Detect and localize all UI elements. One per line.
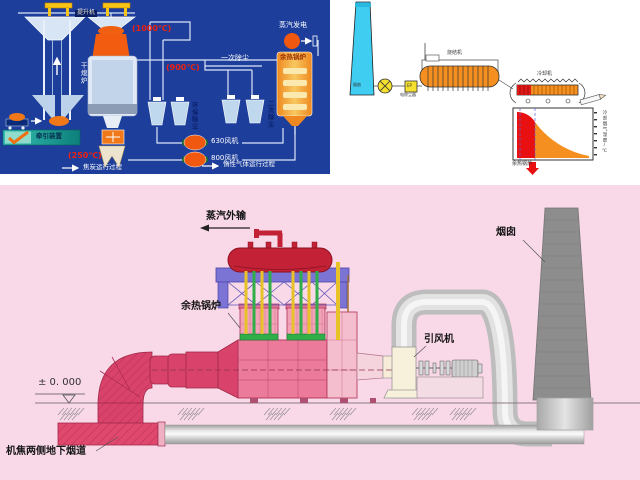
checkmark-icon (7, 130, 29, 145)
sinter-flow-art (349, 1, 607, 175)
waste-heat-boiler-vessel (276, 51, 313, 126)
temp-250-label: (250℃) (68, 151, 102, 160)
pencil-icon (579, 94, 607, 106)
cooler-machine (509, 78, 586, 104)
boiler-zone-label: 余热锅炉 (512, 161, 533, 167)
precipitator-box (404, 80, 418, 93)
boiler-main-box (237, 339, 328, 399)
drum-pipes (244, 262, 349, 340)
fan-inlet-duct (382, 355, 394, 379)
discharge-device (98, 116, 126, 168)
steam-generator (284, 33, 318, 49)
main-fan-icon (377, 78, 393, 94)
fan-800-icon (183, 151, 207, 168)
chimney-leader-line (522, 239, 546, 263)
id-fan-assembly (383, 346, 484, 399)
lifting-shaft (24, 16, 86, 126)
fan-630-label: 630风机 (211, 137, 239, 145)
main-chimney-label: 烟囱 (496, 227, 516, 238)
temp-900-label: (900℃) (166, 63, 200, 72)
furnace-label: 干熄炉 (79, 62, 88, 85)
legend-inert-gas-label: 惰性气体运行过程 (223, 160, 275, 168)
sinter-chimney (349, 1, 375, 96)
coke-cart (5, 113, 43, 130)
secondary-dedust-label: 二次除尘 (266, 100, 274, 128)
sinter-machine-label: 烧结机 (447, 50, 463, 56)
cooler-label: 冷却机 (537, 71, 553, 77)
steam-export-label: 蒸汽外输 (206, 211, 246, 222)
coupling-discs (418, 360, 451, 376)
hoist-label: 提升机 (75, 9, 98, 17)
precipitator-box-label: EP (407, 83, 412, 88)
secondary-dedust-filters (221, 95, 265, 124)
elevation-label: ± 0. 000 (38, 377, 82, 388)
temp-1000-label: (1000℃) (132, 24, 172, 33)
legend-arrows (62, 162, 220, 172)
id-fan-label: 引风机 (424, 334, 454, 345)
steam-export-arrow-icon (200, 224, 250, 232)
underground-flue (57, 421, 585, 447)
traction-device (2, 129, 81, 146)
sinter-flow-diagram: 烟囱 EP 电除尘器 烧结机 冷却机 冷却烟气温度/℃ 余热锅炉 (330, 0, 640, 185)
fan-800-label: 800风机 (211, 154, 239, 162)
traction-device-label: 牵引装置 (36, 132, 62, 140)
whb-vessel-label: 余热锅炉 (280, 53, 306, 61)
chart-axis-label: 冷却烟气温度/℃ (601, 110, 607, 155)
primary-dedust-label: 一次除尘 (221, 54, 249, 62)
steam-power-label: 蒸汽发电 (279, 21, 307, 29)
boiler-elevation-diagram: 蒸汽外输 烟囱 余热锅炉 引风机 ± 0. 000 机焦两侧地下烟道 (0, 185, 640, 480)
steam-drum (227, 229, 333, 273)
legend-coke-label: 焦炭运行过程 (83, 163, 122, 171)
leader-lines (95, 312, 427, 452)
motor-pedestal (416, 376, 484, 399)
heat-recovery-arrow-icon (526, 162, 539, 175)
outlet-cone (356, 352, 384, 381)
axis-ticks (594, 112, 597, 156)
sinter-chimney-label: 烟囱 (353, 82, 361, 87)
waste-heat-boiler-label: 余热锅炉 (181, 301, 221, 312)
underground-flue-label: 机焦两侧地下烟道 (6, 446, 86, 457)
boiler-feet (250, 398, 376, 403)
boiler-body (149, 311, 394, 403)
precipitator-label: 电除尘器 (400, 92, 416, 97)
fan-630-icon (183, 134, 207, 151)
boiler-elevation-art (0, 185, 640, 480)
transfer-line (498, 79, 514, 90)
sinter-machine (419, 43, 500, 91)
env-dedust-filters (147, 97, 190, 126)
cooler-temp-chart (512, 107, 597, 175)
dry-quench-furnace (87, 16, 138, 117)
env-dedust-label: 环保除尘 (190, 102, 198, 130)
cdq-flow-diagram: 提升机 (1000℃) (900℃) (250℃) 一次除尘 蒸汽发电 余热锅炉… (0, 0, 332, 174)
cdq-flow-art (0, 0, 332, 174)
circulation-fans (182, 134, 208, 168)
elevation-marker (35, 393, 85, 404)
